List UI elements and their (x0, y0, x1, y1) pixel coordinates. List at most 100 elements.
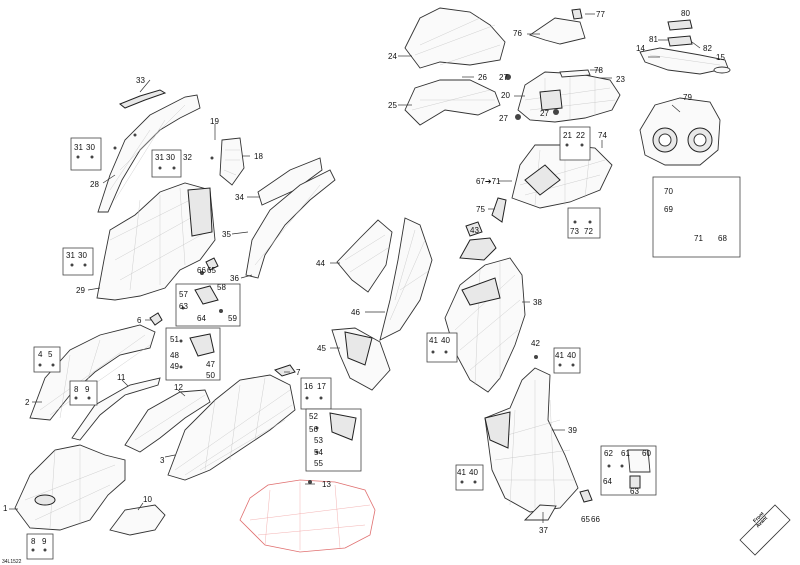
callout-65b: 65 (581, 515, 590, 524)
part-10-cover (109, 504, 166, 536)
callout-39: 39 (568, 426, 577, 435)
callout-22: 22 (576, 131, 585, 140)
callout-63: 63 (179, 302, 188, 311)
callout-25: 25 (388, 101, 397, 110)
part-6-clip (149, 312, 163, 326)
callout-57: 57 (179, 290, 188, 299)
callout-31: 31 (74, 143, 83, 152)
callout-55: 55 (314, 459, 323, 468)
part-7-trim (274, 364, 296, 377)
callout-40: 40 (441, 336, 450, 345)
callout-41c: 41 (457, 468, 466, 477)
callout-40c: 40 (469, 468, 478, 477)
part-33-trim-strip (119, 89, 167, 109)
callout-21: 21 (563, 131, 572, 140)
callout-67-71: 67➔71 (476, 177, 501, 186)
callout-81: 81 (649, 35, 658, 44)
callout-78: 78 (594, 66, 603, 75)
callout-46: 46 (351, 308, 360, 317)
callout-6: 6 (137, 316, 142, 325)
callout-11: 11 (117, 373, 126, 382)
part-1-lower-fairing (14, 444, 126, 531)
callout-27c: 27 (540, 109, 549, 118)
callout-23: 23 (616, 75, 625, 84)
callout-17: 17 (317, 382, 326, 391)
callout-8: 8 (74, 385, 79, 394)
callout-77: 77 (596, 10, 605, 19)
part-28-side-rail (97, 94, 201, 213)
callout-48: 48 (170, 351, 179, 360)
part-75-lens (491, 197, 507, 223)
part-36-panel (245, 169, 336, 279)
part-46-panel (379, 217, 433, 341)
callout-42: 42 (531, 339, 540, 348)
callout-30: 30 (86, 143, 95, 152)
part-34-panel (257, 157, 323, 206)
callout-20: 20 (501, 91, 510, 100)
callout-34: 34 (235, 193, 244, 202)
callout-59: 59 (228, 314, 237, 323)
callout-3: 3 (160, 456, 165, 465)
part-78-strip (559, 69, 591, 78)
callout-36: 36 (230, 274, 239, 283)
callout-64b: 64 (603, 477, 612, 486)
callout-12: 12 (174, 383, 183, 392)
callout-69: 69 (664, 205, 673, 214)
callout-1: 1 (3, 504, 8, 513)
callout-35: 35 (222, 230, 231, 239)
callout-56: 56 (309, 425, 318, 434)
leader-lines (9, 13, 701, 523)
callout-73: 73 (570, 227, 579, 236)
callout-32: 32 (183, 153, 192, 162)
callout-33: 33 (136, 76, 145, 85)
callout-79: 79 (683, 93, 692, 102)
part-24-windshield (404, 7, 506, 69)
callout-7: 7 (296, 368, 301, 377)
callout-19: 19 (210, 117, 219, 126)
diagram-id: 34L1522 (2, 559, 22, 565)
part-76-cover (528, 17, 586, 45)
part-81-clip (667, 35, 693, 47)
callout-62: 62 (604, 449, 613, 458)
callout-44: 44 (316, 259, 325, 268)
callout-5: 5 (48, 350, 53, 359)
callout-16: 16 (304, 382, 313, 391)
part-20-instrument-support (517, 71, 621, 123)
callout-30b: 30 (166, 153, 175, 162)
callout-4: 4 (38, 350, 43, 359)
callout-18: 18 (254, 152, 263, 161)
callout-41: 41 (429, 336, 438, 345)
callout-61: 61 (621, 449, 630, 458)
part-38-front-panel (444, 257, 526, 393)
part-77-clip (571, 8, 583, 20)
callout-65: 65 (207, 266, 216, 275)
callout-72: 72 (584, 227, 593, 236)
callout-70: 70 (664, 187, 673, 196)
callout-82: 82 (703, 44, 712, 53)
callout-29: 29 (76, 286, 85, 295)
callout-31b: 31 (155, 153, 164, 162)
callout-49: 49 (170, 362, 179, 371)
part-3-main-side-fairing (167, 374, 296, 481)
callout-37: 37 (539, 526, 548, 535)
callout-64: 64 (197, 314, 206, 323)
part-39-lower-fairing (484, 367, 579, 513)
callout-27: 27 (499, 73, 508, 82)
callout-54: 54 (314, 448, 323, 457)
callout-51: 51 (170, 335, 179, 344)
part-80-clip (667, 19, 693, 31)
part-25-headlight-fairing (404, 79, 501, 126)
callout-68: 68 (718, 234, 727, 243)
part-44-panel (336, 219, 393, 293)
callout-75: 75 (476, 205, 485, 214)
callout-labels: 33 31 30 28 19 31 30 32 18 34 35 36 31 3… (3, 9, 727, 546)
part-29-side-panel (96, 182, 216, 301)
callout-58: 58 (217, 283, 226, 292)
callout-66: 66 (197, 266, 206, 275)
callout-53: 53 (314, 436, 323, 445)
callout-76: 76 (513, 29, 522, 38)
callout-74: 74 (598, 131, 607, 140)
callout-2: 2 (25, 398, 30, 407)
callout-10: 10 (143, 495, 152, 504)
